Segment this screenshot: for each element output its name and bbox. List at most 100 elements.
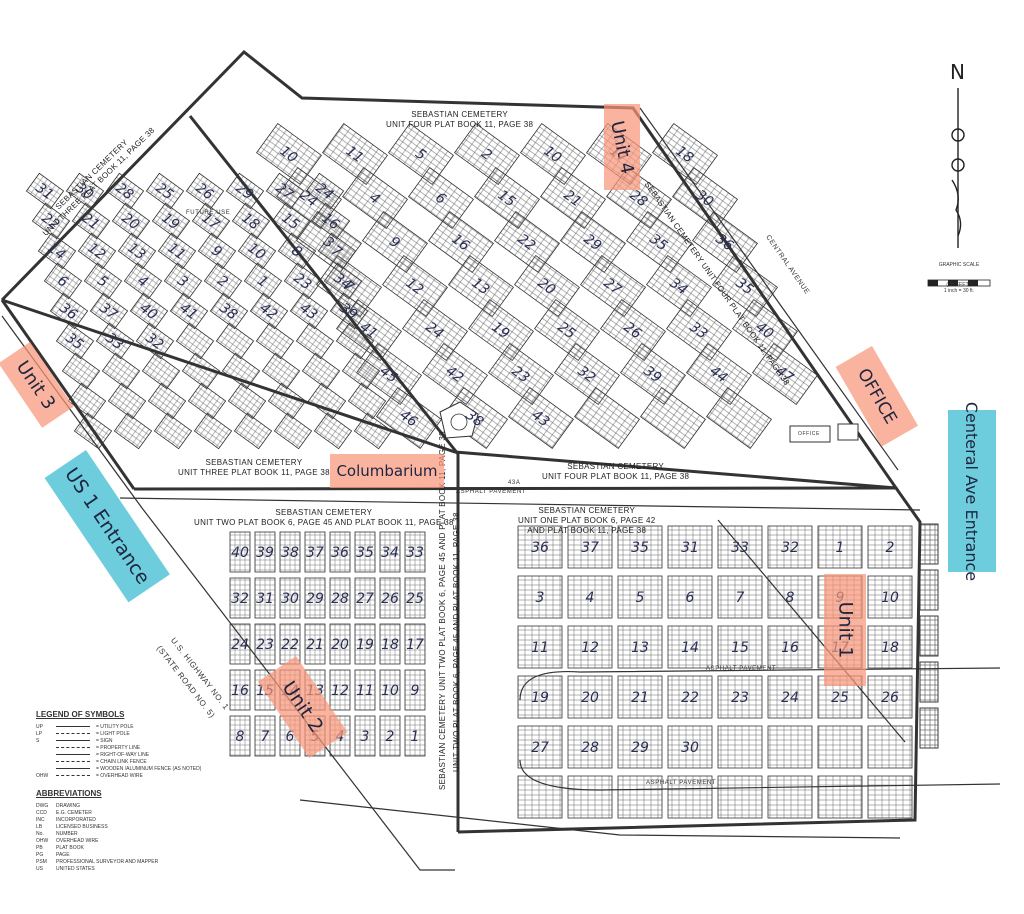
grave-block <box>667 525 713 569</box>
grave-block <box>43 262 83 300</box>
block-number: 3 <box>361 729 370 745</box>
grave-block <box>347 382 387 420</box>
grave-block <box>185 172 225 210</box>
grave-block <box>141 352 181 390</box>
unit4-sticky: Unit 4 <box>604 104 640 190</box>
grave-block <box>301 352 341 390</box>
grave-block <box>254 531 276 573</box>
grave-block <box>767 675 813 719</box>
grave-block <box>342 167 408 229</box>
grave-block <box>265 172 305 210</box>
grave-block <box>254 577 276 619</box>
legend-item: = CHAIN LINK FENCE <box>36 758 256 765</box>
block-number: 25 <box>406 591 424 607</box>
block-number: 31 <box>681 540 699 556</box>
block-number: 33 <box>731 540 749 556</box>
grave-block <box>71 202 111 240</box>
grave-block <box>867 625 913 669</box>
block-number: 34 <box>381 545 399 561</box>
grave-block <box>354 669 376 711</box>
grave-block <box>65 172 105 210</box>
grave-block <box>229 577 251 619</box>
block-number: 29 <box>631 740 649 756</box>
grave-block <box>382 255 448 317</box>
block-number: 27 <box>356 591 374 607</box>
block-number: 7 <box>261 729 270 745</box>
grave-block <box>323 262 363 300</box>
scale-feet: ( IN FEET ) <box>946 282 972 288</box>
grave-block <box>229 531 251 573</box>
block-number: 7 <box>736 590 745 606</box>
block-number: 6 <box>686 590 695 606</box>
block-number: 1 <box>836 540 845 556</box>
grave-block <box>646 255 712 317</box>
block-number: 19 <box>356 637 374 653</box>
grave-block <box>203 262 243 300</box>
grave-block <box>279 577 301 619</box>
grave-block <box>534 299 600 361</box>
grave-block <box>448 255 514 317</box>
grave-block <box>817 775 863 819</box>
grave-block <box>151 202 191 240</box>
grave-block <box>767 625 813 669</box>
block-number: 29 <box>306 591 324 607</box>
grave-block <box>717 725 763 769</box>
grave-block <box>706 387 772 449</box>
block-number: 35 <box>631 540 649 556</box>
grave-block <box>329 577 351 619</box>
grave-block <box>113 412 153 450</box>
block-number: 22 <box>681 690 699 706</box>
grave-block <box>289 292 329 330</box>
grave-block <box>31 202 71 240</box>
block-number: 40 <box>231 545 249 561</box>
plat-title-unit4-top: SEBASTIAN CEMETERY UNIT FOUR PLAT BOOK 1… <box>386 110 534 129</box>
block-number: 33 <box>406 545 424 561</box>
central-ave-entrance-sticky: Centeral Ave Entrance <box>948 401 996 581</box>
grave-block <box>83 262 123 300</box>
block-number: 18 <box>881 640 899 656</box>
block-number: 22 <box>281 637 299 653</box>
block-number: 37 <box>306 545 324 561</box>
graphic-scale-bar <box>927 279 991 287</box>
grave-block <box>317 232 357 270</box>
block-number: 13 <box>631 640 649 656</box>
graphic-scale: GRAPHIC SCALE ( IN FEET ) 1 inch = 30 ft… <box>928 262 990 294</box>
block-number: 19 <box>531 690 549 706</box>
grave-block <box>193 412 233 450</box>
grave-block <box>666 299 732 361</box>
grave-block <box>341 352 381 390</box>
grave-block <box>867 675 913 719</box>
office-box-label: OFFICE <box>798 431 820 437</box>
grave-block <box>229 715 251 757</box>
asphalt-pavement-label-1: ASPHALT PAVEMENT <box>456 489 527 495</box>
grave-block <box>919 523 939 565</box>
block-number: 8 <box>786 590 795 606</box>
grave-block <box>617 775 663 819</box>
columbarium-sticky: Columbarium <box>330 454 444 488</box>
grave-block <box>717 675 763 719</box>
grave-block <box>329 669 351 711</box>
legend-title: LEGEND OF SYMBOLS <box>36 710 125 719</box>
grave-block <box>311 202 351 240</box>
grave-block <box>37 232 77 270</box>
block-number: 37 <box>581 540 599 556</box>
block-number: 39 <box>256 545 274 561</box>
scale-title: GRAPHIC SCALE <box>938 262 980 268</box>
grave-block <box>379 577 401 619</box>
grave-block <box>567 675 613 719</box>
block-number: 20 <box>581 690 599 706</box>
legend-item: = PROPERTY LINE <box>36 744 256 751</box>
grave-block <box>283 262 323 300</box>
grave-block <box>494 211 560 273</box>
block-number: 4 <box>586 590 595 606</box>
grave-block <box>254 715 276 757</box>
grave-block <box>867 575 913 619</box>
lot-43a-label: 43A <box>508 480 521 486</box>
grave-block <box>408 167 474 229</box>
grave-block <box>919 615 939 657</box>
plat-title-unit2-top: SEBASTIAN CEMETERY UNIT TWO PLAT BOOK 6,… <box>194 508 454 527</box>
columbarium-plaza <box>439 401 479 439</box>
